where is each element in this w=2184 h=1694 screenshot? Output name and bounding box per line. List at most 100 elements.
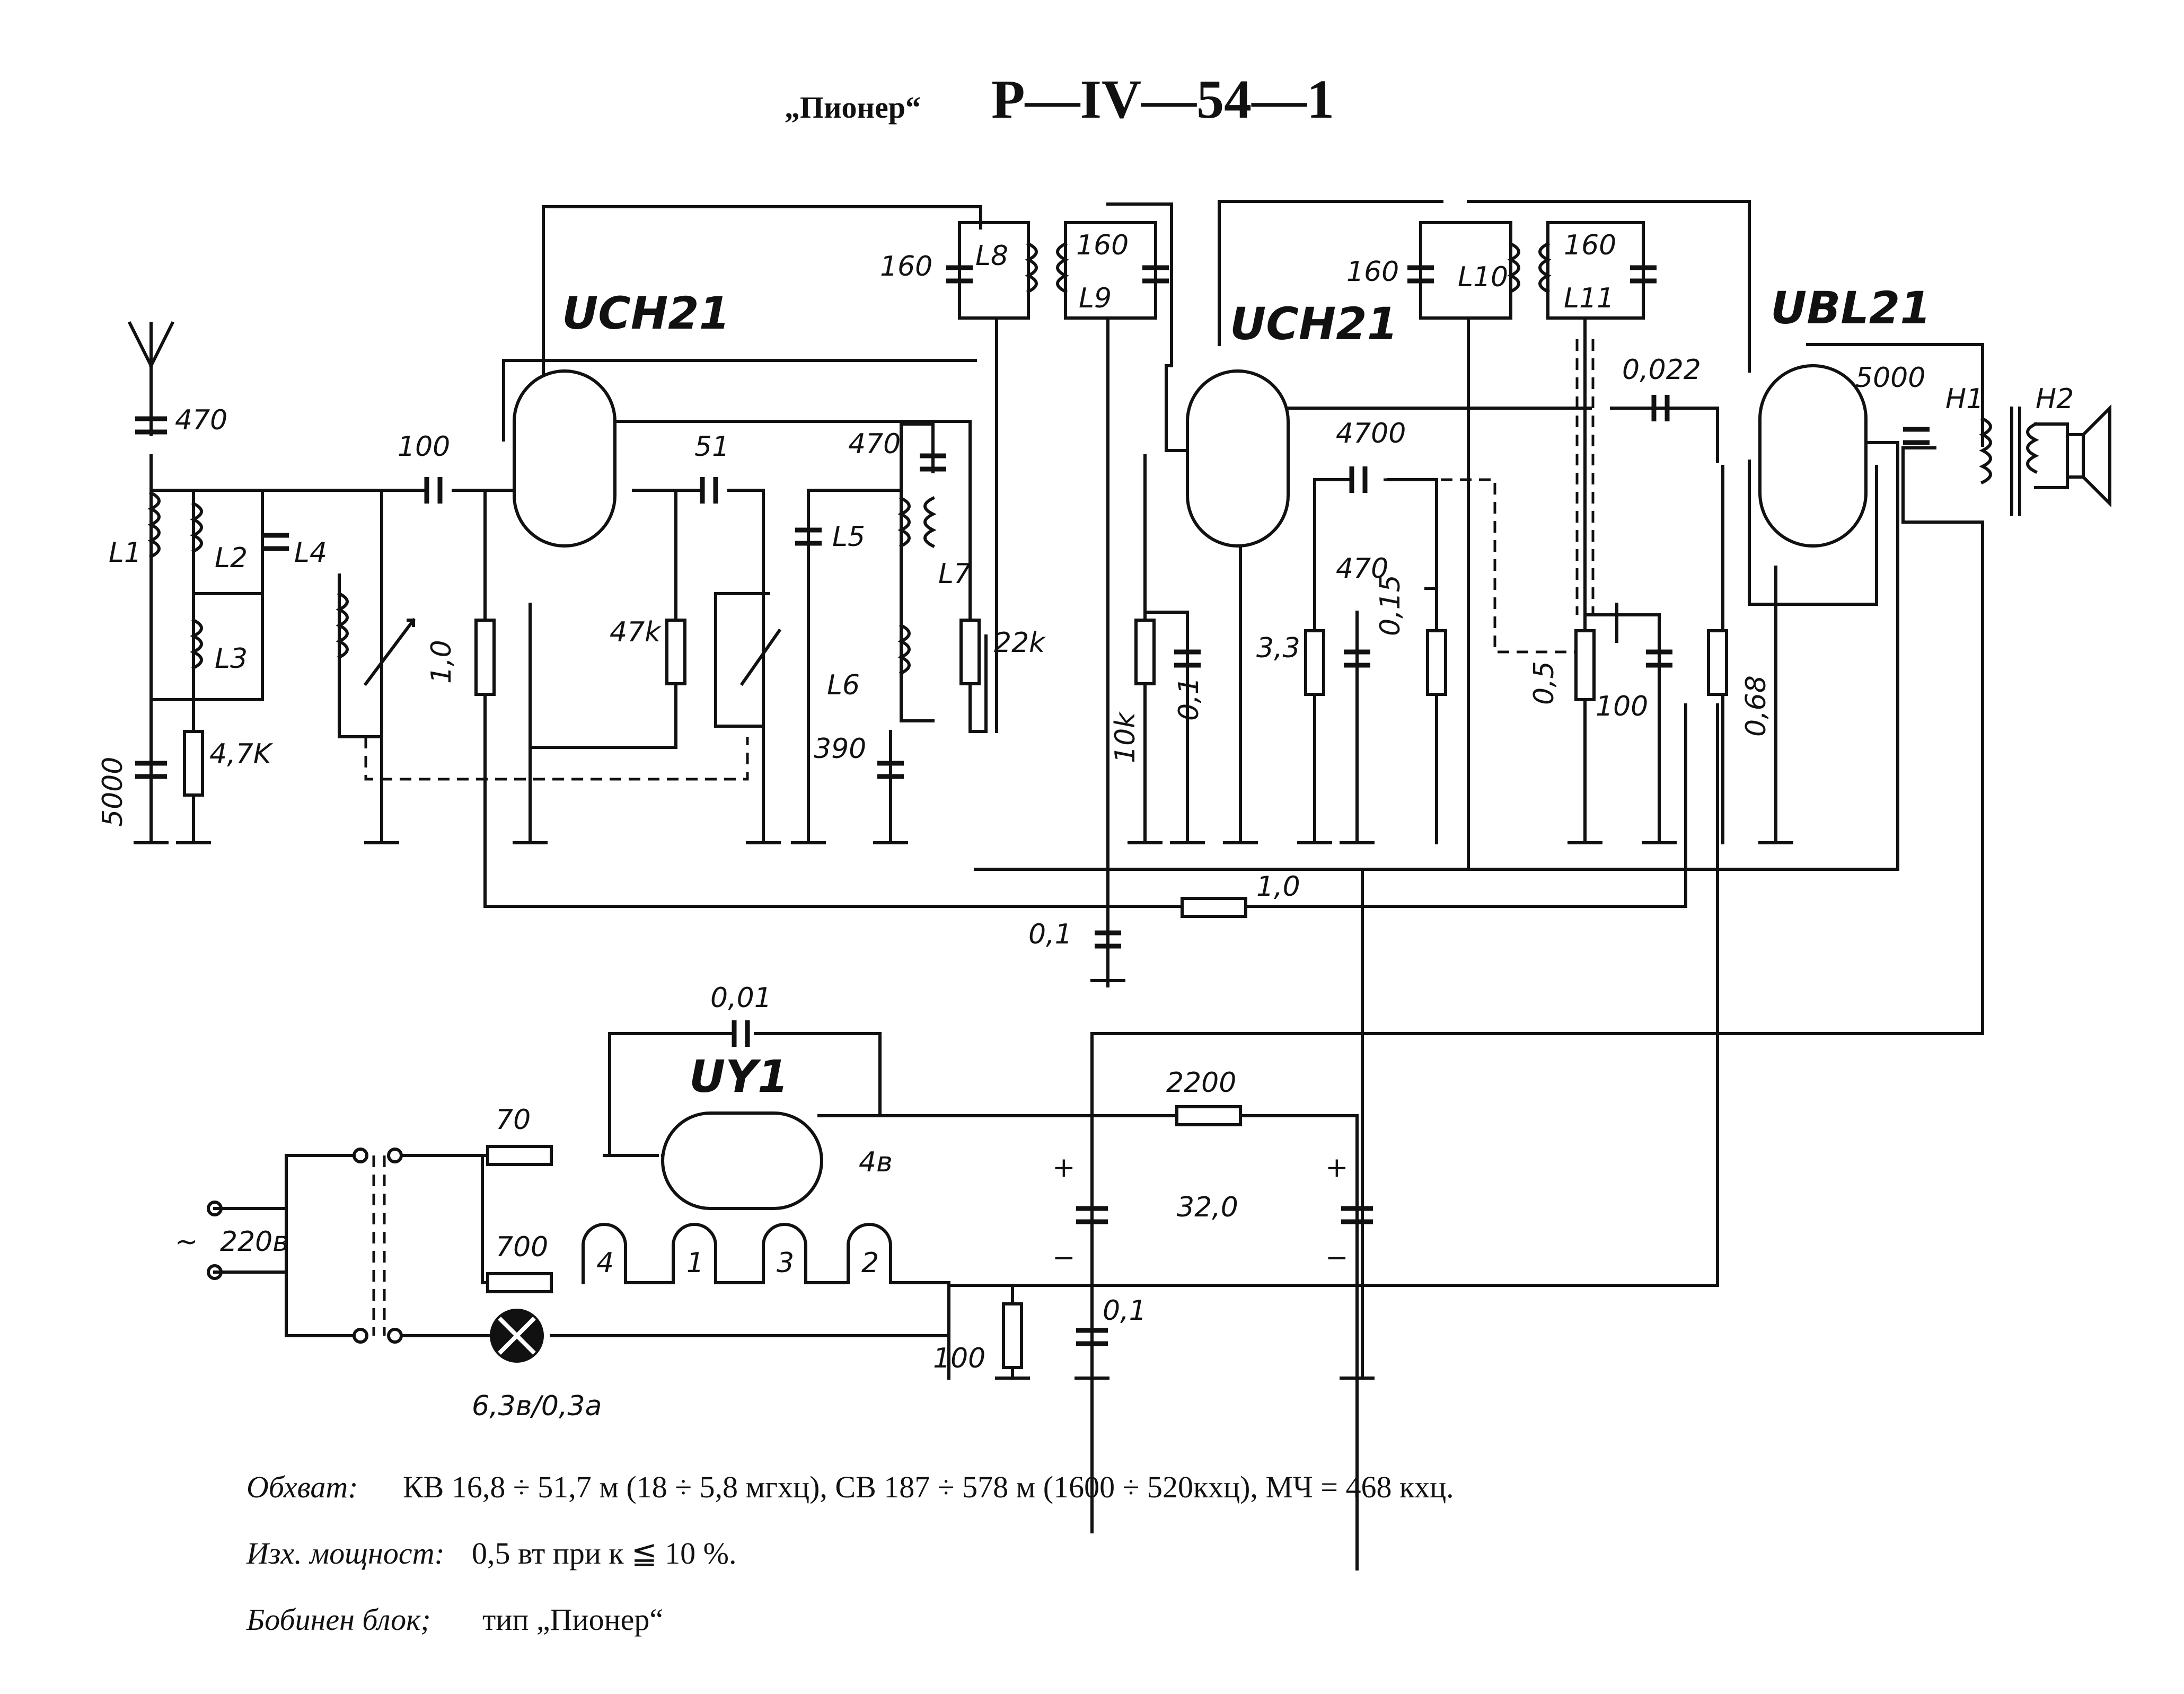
label-c-470c: 470 [1336,553,1388,585]
inductor-l7 [923,496,937,549]
inductor-l2 [190,501,203,554]
capacitor-5000-output [1903,427,1930,445]
resistor-4k7-input [183,730,204,797]
capacitor-32-a [1076,1206,1108,1224]
capacitor-0-022 [1651,395,1670,421]
spec-power-text: 0,5 вт при к ≦ 10 %. [472,1536,736,1571]
resistor-70 [486,1145,553,1166]
capacitor-0-1-filter [1076,1328,1108,1346]
label-c-51: 51 [694,431,729,463]
label-plus-2: + [1325,1152,1349,1184]
transformer-h2 [2026,421,2039,474]
label-c-015: 0,15 [1375,575,1406,636]
inductor-l8 [1025,241,1038,294]
label-c-001: 0,01 [710,982,772,1014]
capacitor-100-tone [1646,649,1672,668]
label-lamp: 6,3в/0,3а [472,1390,602,1422]
label-c-4700: 4700 [1336,418,1406,449]
label-r-22k: 22k [994,627,1046,659]
tube-label-v4: UY1 [689,1051,788,1102]
tube-label-v1: UCH21 [562,287,730,339]
label-r-47k: 47k [610,616,662,648]
capacitor-160-a [946,265,973,284]
schematic-title: „Пионер“ Р—IV—54—1 [785,69,1334,130]
inductor-l11 [1538,241,1552,294]
label-c-01a: 0,1 [1173,677,1205,721]
label-r-05: 0,5 [1528,661,1560,705]
label-c-160d: 160 [1564,230,1616,261]
speaker-icon [2034,404,2111,508]
label-l10: L10 [1458,261,1508,293]
inductor-labels: L1 L2 L3 L4 L5 L6 L7 L8 L9 L10 L11 H1 H2 [109,240,2074,701]
ground-symbols [134,841,1793,1380]
wiring [149,200,1984,1571]
capacitor-0-1-cathode [1174,649,1201,668]
resistor-680k [1707,629,1728,696]
label-r-700: 700 [496,1231,548,1263]
capacitors [135,265,1930,1346]
label-mains: 220в [220,1226,289,1258]
specifications: Обхват: КВ 16,8 ÷ 51,7 м (18 ÷ 5,8 мгхц)… [246,1470,1454,1637]
mains-terminals [207,1148,403,1344]
label-r-068: 0,68 [1740,675,1772,737]
spec-power-heading: Изх. мощност: [246,1536,445,1571]
tube-uch21-mixer [513,369,617,548]
label-fil-3: 3 [777,1247,794,1279]
resistor-700 [486,1272,553,1293]
variable-capacitor-arrow [363,617,416,686]
capacitor-160-b [1142,265,1169,284]
label-fil-1: 4 [596,1247,614,1279]
resistor-100 [1002,1302,1023,1369]
label-r-10: 1,0 [426,640,457,684]
label-c-01b: 0,1 [1028,919,1072,950]
ganged-links [364,339,1595,1336]
label-l3: L3 [215,643,248,675]
tube-uch21-if [1186,369,1290,548]
label-l8: L8 [975,240,1008,272]
label-l2: L2 [215,542,248,574]
inductor-l9 [1056,241,1069,294]
label-r-2200: 2200 [1166,1067,1236,1099]
label-c-grid: 100 [398,431,450,463]
capacitor-470-osc [920,453,946,472]
resistor-3m3 [1304,629,1325,696]
label-l6: L6 [827,669,860,701]
label-c-470b: 470 [848,428,901,460]
label-ac: ~ [175,1226,198,1258]
label-r-70: 70 [496,1104,531,1136]
label-r-1-0: 1,0 [1256,871,1300,903]
capacitor-5000 [135,761,167,779]
label-l7: L7 [938,558,971,590]
label-c-01c: 0,1 [1103,1295,1147,1327]
resistors [183,619,1728,1369]
capacitor-0-01 [732,1020,750,1047]
resistor-47k [665,619,686,685]
label-c-ant: 470 [175,404,227,436]
label-h1: H1 [1945,383,1984,415]
label-c-100: 100 [1596,691,1648,722]
inductor-l5 [897,496,911,549]
capacitor-160-d [1630,265,1657,284]
label-c-160a: 160 [880,251,932,283]
inductor-l4 [336,591,349,660]
capacitor-l5 [795,527,822,546]
label-heater: 4в [859,1146,893,1178]
capacitor-51 [700,477,718,504]
transformer-h1 [1979,416,1992,485]
inductor-l1 [147,490,161,559]
title-brand: „Пионер“ [785,90,921,125]
label-r-33: 3,3 [1256,632,1300,664]
label-l11: L11 [1564,283,1614,314]
capacitor-390 [877,761,904,779]
volume-potentiometer [1574,629,1596,701]
component-labels: 470 100 51 470 160 160 160 160 4700 0,02… [97,230,1925,1422]
capacitor-4700 [1349,466,1368,493]
resistor-2200 [1175,1105,1242,1126]
tube-ubl21-output [1758,364,1868,548]
resistor-10k [1134,619,1156,685]
resistor-grid-2 [1426,629,1447,696]
label-l9: L9 [1079,283,1112,314]
transformer-core [2010,407,2021,516]
label-minus-1: − [1052,1242,1076,1274]
